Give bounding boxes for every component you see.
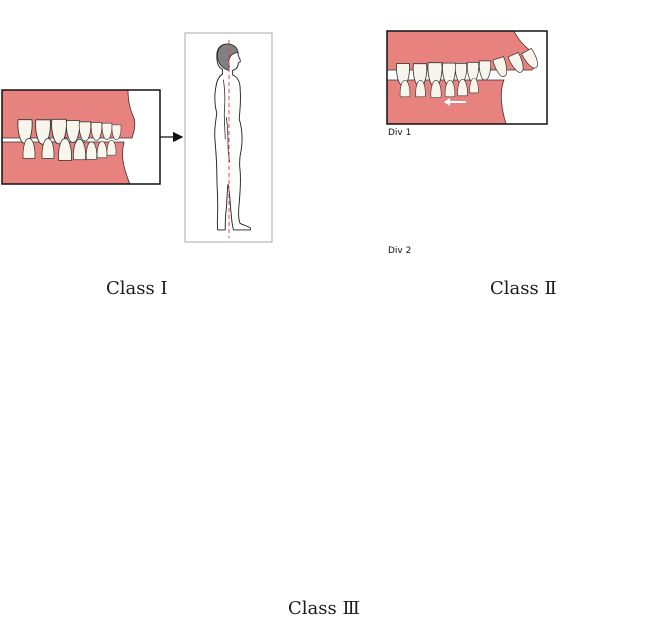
div1-backward-arrow-icon	[444, 98, 450, 106]
class2-div1-jaw-illustration	[386, 30, 548, 125]
div2-label: Div 2	[388, 246, 412, 256]
class1-jaw-illustration	[1, 89, 161, 185]
class3-caption: Class Ⅲ	[288, 598, 360, 619]
class1-caption: Class Ⅰ	[106, 278, 168, 299]
div1-label: Div 1	[388, 128, 412, 138]
class1-body-profile	[184, 32, 273, 243]
class2-caption: Class Ⅱ	[490, 278, 557, 299]
